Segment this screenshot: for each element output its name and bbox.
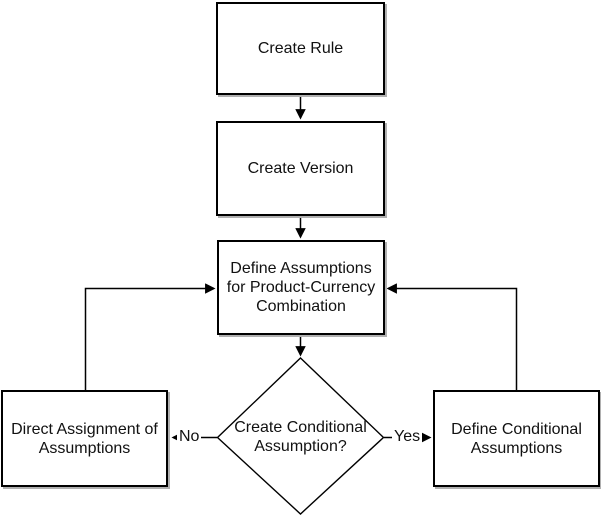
arrow-define-conditional-feedback bbox=[386, 283, 518, 390]
flow-node-label: Create Rule bbox=[257, 40, 344, 57]
flow-node-label: Create Version bbox=[247, 160, 354, 177]
flow-node-label: Define Assumptions for Product-Currency … bbox=[226, 260, 376, 315]
decision-diamond-shape bbox=[216, 357, 385, 515]
flow-node-create-rule: Create Rule bbox=[216, 2, 385, 95]
edge-label-text: No bbox=[179, 428, 200, 445]
flow-node-label: Direct Assignment of Assumptions bbox=[11, 420, 158, 457]
flow-node-direct-assignment: Direct Assignment of Assumptions bbox=[1, 390, 168, 487]
flow-node-define-conditional: Define Conditional Assumptions bbox=[433, 390, 600, 487]
flow-node-label: Create Conditional Assumption? bbox=[234, 419, 367, 455]
edge-label-no: No bbox=[177, 428, 202, 446]
flow-node-label: Define Conditional Assumptions bbox=[451, 420, 582, 457]
flow-node-decision-label: Create Conditional Assumption? bbox=[220, 418, 381, 456]
edge-label-yes: Yes bbox=[392, 428, 423, 446]
edge-label-text: Yes bbox=[394, 428, 421, 445]
flow-node-define-assumptions: Define Assumptions for Product-Currency … bbox=[217, 240, 385, 335]
flow-node-create-version: Create Version bbox=[216, 121, 385, 216]
arrow-direct-assignment-feedback bbox=[84, 283, 216, 390]
